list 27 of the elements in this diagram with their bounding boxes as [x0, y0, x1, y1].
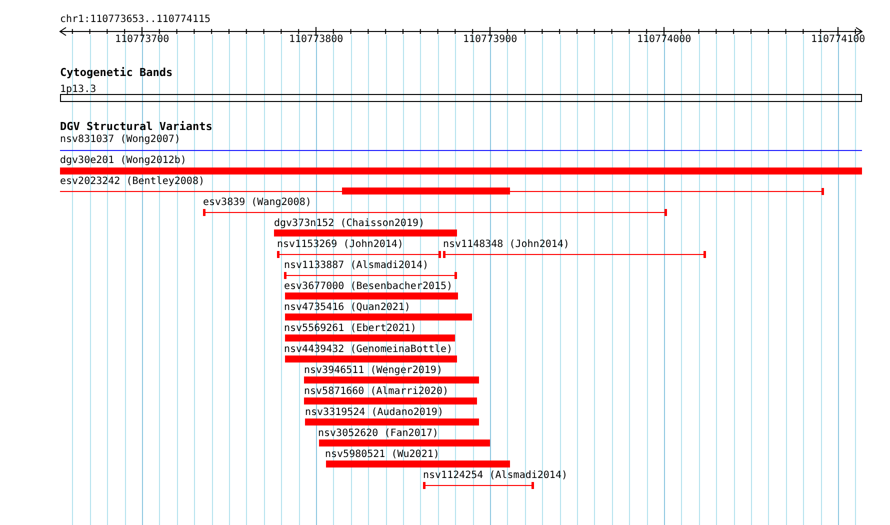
variant-label: nsv3319524 (Audano2019) [305, 407, 444, 419]
variant-label: nsv3946511 (Wenger2019) [304, 365, 442, 377]
tick-label: 110773800 [289, 34, 344, 46]
tick-label: 110774100 [811, 34, 866, 46]
tick-label: 110774000 [637, 34, 692, 46]
track-heading: DGV Structural Variants [60, 121, 212, 133]
variant-label: dgv30e201 (Wong2012b) [60, 155, 186, 167]
variant-label: nsv831037 (Wong2007) [60, 134, 180, 146]
variant-label: esv3839 (Wang2008) [203, 197, 312, 209]
variant-label: nsv1124254 (Alsmadi2014) [423, 470, 568, 482]
tick-label: 110773700 [115, 34, 170, 46]
variant-label: nsv5871660 (Almarri2020) [304, 386, 448, 398]
coordinate-label: chr1:110773653..110774115 [60, 14, 211, 26]
band-label: 1p13.3 [60, 84, 96, 96]
variant-label: nsv3052620 (Fan2017) [318, 428, 438, 440]
variant-label: nsv4439432 (GenomeinaBottle) [284, 344, 453, 356]
tick-label: 110773900 [463, 34, 518, 46]
variant-label: nsv1153269 (John2014) [277, 239, 404, 251]
variant-label: nsv4735416 (Quan2021) [284, 302, 410, 314]
variant-label: nsv5569261 (Ebert2021) [284, 323, 416, 335]
variant-label: esv3677000 (Besenbacher2015) [284, 281, 453, 293]
variant-label: esv2023242 (Bentley2008) [60, 176, 204, 188]
variant-label: nsv1148348 (John2014) [443, 239, 570, 251]
variant-label: nsv1133887 (Alsmadi2014) [284, 260, 428, 272]
variant-label: nsv5980521 (Wu2021) [325, 449, 440, 461]
variant-label: dgv373n152 (Chaisson2019) [274, 218, 425, 230]
track-heading: Cytogenetic Bands [60, 67, 173, 79]
